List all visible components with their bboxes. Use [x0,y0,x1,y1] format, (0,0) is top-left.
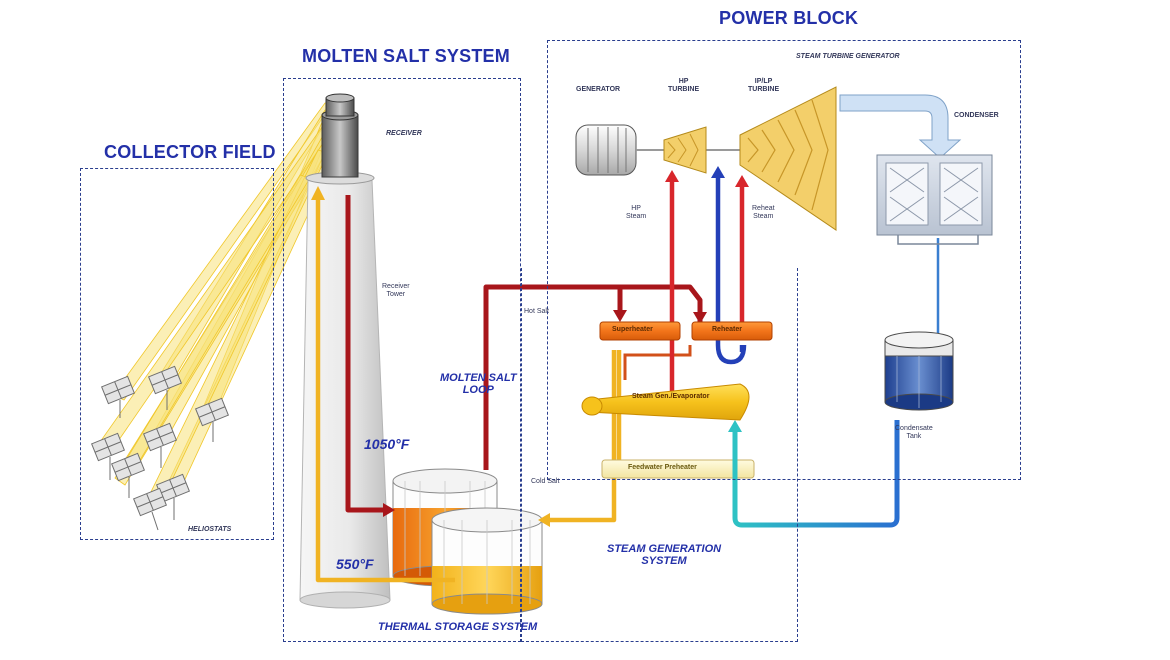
hot-salt-arrow-right [383,503,395,517]
superheater [599,321,681,341]
heliostats [90,365,230,531]
reheater-label: Reheater [712,326,742,333]
condenser [876,154,993,236]
ip-lp-turbine-label: IP/LP TURBINE [748,78,780,93]
superheater-label: Superheater [612,326,653,333]
receiver-tower-label: Receiver Tower [382,283,410,298]
condensate-tank [884,331,954,411]
molten-salt-system-title: MOLTEN SALT SYSTEM [302,46,510,66]
steam-turbine-generator-label: STEAM TURBINE GENERATOR [796,53,900,60]
collector-field-boundary [80,168,274,540]
receiver-label: RECEIVER [386,130,422,137]
steam-generation-boundary [521,268,798,642]
cold-temperature-label: 550°F [336,556,374,572]
thermal-storage-system-label: THERMAL STORAGE SYSTEM [378,621,538,633]
exhaust-duct [839,94,962,159]
heliostats-label: HELIOSTATS [188,526,232,533]
feedwater-arrow [728,420,742,432]
power-block-boundary [547,40,1021,480]
hot-temperature-label: 1050°F [364,436,410,452]
hot-salt-piping [345,195,703,513]
condensate-tank-label: Condensate Tank [895,425,933,440]
power-block-title: POWER BLOCK [719,8,859,28]
hp-turbine-label: HP TURBINE [668,78,700,93]
hot-salt-arrow-down-1 [613,310,627,322]
cold-salt-label: Cold Salt [531,478,560,485]
steam-generation-system-label: STEAM GENERATION SYSTEM [607,543,722,567]
condenser-drain [897,235,979,245]
molten-salt-loop-label: MOLTEN SALT LOOP [440,372,517,396]
feedwater-preheater-label: Feedwater Preheater [628,464,697,471]
steam-lines [669,175,747,395]
sun-rays [99,102,344,506]
collector-field-group [90,102,344,531]
cold-salt-arrow-left [538,513,550,527]
receiver-tower [299,93,391,609]
cold-salt-arrow-up [311,186,325,200]
cold-reheat-arrow [711,166,725,178]
reheat-steam-arrow [735,175,749,187]
hot-salt-label: Hot Salt [524,308,549,315]
hp-turbine [663,126,707,174]
feedwater-line [732,420,900,528]
salt-return-piping [623,345,692,380]
molten-salt-system-boundary [283,78,521,642]
hp-steam-arrow [665,170,679,182]
hp-steam-label: HP Steam [626,205,647,220]
generator-label: GENERATOR [576,86,621,93]
condenser-label: CONDENSER [954,112,999,119]
collector-field-title: COLLECTOR FIELD [104,142,276,162]
steam-gen-evaporator-label: Steam Gen./Evaporator [632,393,710,400]
cold-salt-tank [431,507,543,615]
feedwater-preheater [601,459,755,479]
reheater [691,321,773,341]
hot-salt-arrow-down-2 [693,312,707,324]
steam-generator-evaporator [581,383,750,421]
ip-lp-turbine [739,86,837,231]
reheat-steam-label: Reheat Steam [752,205,775,220]
